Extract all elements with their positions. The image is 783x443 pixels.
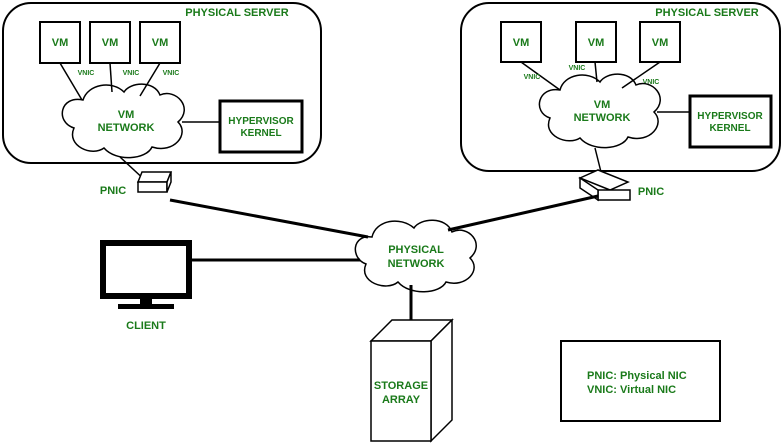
right-hypervisor-kernel-box — [688, 94, 773, 149]
storage-array-icon — [369, 318, 454, 443]
right-vm3-link — [621, 61, 661, 89]
left-vm-box-1 — [39, 21, 81, 64]
right-vm-label-1: VM — [513, 37, 530, 49]
right-physical-server: PHYSICAL SERVER VM VM VM VNIC VNIC VNIC … — [460, 2, 781, 177]
right-vnic-label-2: VNIC — [569, 65, 586, 72]
right-kernel-line2: KERNEL — [709, 123, 750, 134]
right-vm-network-line2: NETWORK — [574, 112, 631, 124]
right-pnic-to-network-link — [447, 194, 599, 232]
right-vm-box-1 — [500, 21, 542, 63]
left-server-title: PHYSICAL SERVER — [185, 7, 289, 19]
right-kernel-line1: HYPERVISOR — [697, 111, 763, 122]
left-vm-box-3 — [139, 21, 181, 64]
left-vm-label-1: VM — [52, 37, 69, 49]
right-pnic-label: PNIC — [638, 186, 664, 198]
left-vnic-label-3: VNIC — [163, 70, 180, 77]
left-vm-network-cloud — [61, 83, 185, 159]
legend-box — [560, 340, 721, 422]
left-vm2-link — [109, 62, 113, 93]
left-vnic-label-1: VNIC — [78, 70, 95, 77]
right-vm1-link — [520, 61, 561, 91]
right-vm-network-cloud — [538, 73, 661, 149]
right-server-frame — [460, 2, 781, 172]
right-pnic: PNIC — [578, 169, 664, 202]
storage-line1: STORAGE — [374, 380, 428, 392]
left-kernel-line1: HYPERVISOR — [228, 116, 294, 127]
left-pnic-label: PNIC — [100, 185, 126, 197]
client-monitor-icon — [100, 240, 192, 309]
right-vm-network-line1: VM — [594, 99, 611, 111]
legend-pnic: PNIC: Physical NIC — [587, 370, 687, 382]
left-vm-label-3: VM — [152, 37, 169, 49]
left-vnic-label-2: VNIC — [123, 70, 140, 77]
left-pnic-to-network-link — [169, 198, 369, 239]
left-pnic: PNIC — [100, 171, 173, 197]
left-vm-network-line1: VM — [118, 109, 135, 121]
left-hypervisor-kernel-box — [218, 99, 304, 154]
right-vnic-label-3: VNIC — [643, 79, 660, 86]
right-vnic-label-1: VNIC — [524, 74, 541, 81]
right-vm-box-2 — [575, 21, 617, 63]
legend-vnic: VNIC: Virtual NIC — [587, 384, 676, 396]
right-vm-label-2: VM — [588, 37, 605, 49]
left-kernel-line2: KERNEL — [240, 128, 281, 139]
physical-network-line2: NETWORK — [388, 258, 445, 270]
left-vm-box-2 — [89, 21, 131, 64]
left-vm3-link — [139, 62, 161, 97]
left-vm-label-2: VM — [102, 37, 119, 49]
client-label: CLIENT — [126, 320, 166, 332]
left-vm-network-line2: NETWORK — [98, 122, 155, 134]
right-vm-label-3: VM — [652, 37, 669, 49]
storage-line2: ARRAY — [382, 394, 421, 406]
physical-network-line1: PHYSICAL — [388, 244, 444, 256]
physical-network-cloud — [354, 219, 477, 293]
left-server-frame — [2, 2, 322, 164]
left-vm1-link — [59, 62, 83, 101]
right-server-title: PHYSICAL SERVER — [655, 7, 759, 19]
left-physical-server: PHYSICAL SERVER VM VM VM VNIC VNIC VNIC … — [2, 2, 322, 184]
right-vm-box-3 — [639, 21, 681, 63]
